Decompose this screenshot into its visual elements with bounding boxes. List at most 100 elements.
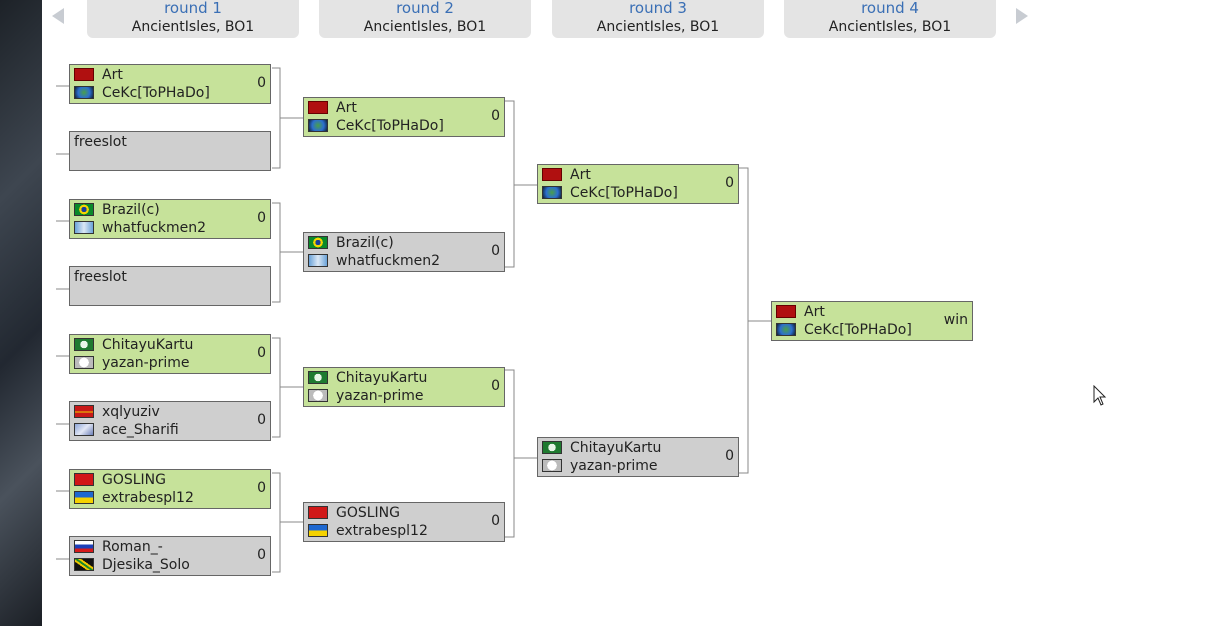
white-ball-icon [542,458,562,472]
match-r2-3[interactable]: ChitayuKartu yazan-prime 0 [303,367,505,407]
earth-globe-icon [542,185,562,199]
round-subtitle: AncientIsles, BO1 [131,19,255,35]
freeslot-label: freeslot [74,134,127,150]
round-header-1[interactable]: round 1 AncientIsles, BO1 [87,0,299,38]
match-r1-7[interactable]: GOSLING extrabespl12 0 [69,469,271,509]
player-slot[interactable]: yazan-prime [542,457,658,476]
player-slot[interactable]: Art [542,166,591,185]
round-header-4[interactable]: round 4 AncientIsles, BO1 [784,0,996,38]
player-slot[interactable]: Brazil(c) [308,234,394,253]
round-subtitle: AncientIsles, BO1 [363,19,487,35]
match-r2-1[interactable]: Art CeKc[ToPHaDo] 0 [303,97,505,137]
ussr-flag-icon [308,505,328,519]
match-result: win [943,312,968,328]
player-name: ChitayuKartu [336,370,428,386]
mouse-pointer-icon [1093,385,1107,406]
player-slot[interactable]: Roman_- [74,538,163,557]
player-name: Art [336,100,357,116]
player-name: ChitayuKartu [570,440,662,456]
match-score: 0 [257,412,266,428]
match-r2-4[interactable]: GOSLING extrabespl12 0 [303,502,505,542]
player-name: CeKc[ToPHaDo] [102,85,210,101]
match-r4-final[interactable]: Art CeKc[ToPHaDo] win [771,301,973,341]
player-slot[interactable]: CeKc[ToPHaDo] [74,84,210,103]
player-name: CeKc[ToPHaDo] [570,185,678,201]
player-slot[interactable]: yazan-prime [74,354,190,373]
ukraine-flag-icon [74,490,94,504]
player-slot[interactable]: ChitayuKartu [308,369,427,388]
round-title[interactable]: round 2 [396,0,454,17]
match-score: 0 [257,547,266,563]
earth-globe-icon [776,322,796,336]
player-slot[interactable]: GOSLING [308,504,400,523]
round-title[interactable]: round 3 [629,0,687,17]
player-slot[interactable]: Brazil(c) [74,201,160,220]
next-arrow-icon[interactable] [1016,8,1028,24]
red-clan-emblem-icon [74,67,94,81]
player-name: xqlyuziv [102,404,160,420]
player-slot[interactable]: xqlyuziv [74,403,160,422]
player-slot[interactable]: CeKc[ToPHaDo] [542,184,678,203]
white-ball-icon [308,388,328,402]
match-r1-4[interactable]: freeslot [69,266,271,306]
match-r1-3[interactable]: Brazil(c) whatfuckmen2 0 [69,199,271,239]
player-slot[interactable]: Art [776,303,825,322]
player-slot[interactable]: Art [74,66,123,85]
match-r1-1[interactable]: Art CeKc[ToPHaDo] 0 [69,64,271,104]
match-score: 0 [257,480,266,496]
green-clan-emblem-icon [308,370,328,384]
player-slot[interactable]: CeKc[ToPHaDo] [776,321,912,340]
match-score: 0 [257,210,266,226]
prev-arrow-icon[interactable] [52,8,64,24]
match-score: 0 [257,345,266,361]
player-name: yazan-prime [102,355,190,371]
player-name: ace_Sharifi [102,422,179,438]
round-header-3[interactable]: round 3 AncientIsles, BO1 [552,0,764,38]
player-name: CeKc[ToPHaDo] [804,322,912,338]
round-subtitle: AncientIsles, BO1 [596,19,720,35]
player-name: Art [804,304,825,320]
jamaica-flag-icon [74,557,94,571]
player-slot[interactable]: extrabespl12 [308,522,428,541]
red-clan-emblem-icon [308,100,328,114]
player-slot[interactable]: whatfuckmen2 [308,252,440,271]
superman-emblem-icon [74,404,94,418]
player-slot[interactable]: ChitayuKartu [542,439,661,458]
match-r1-2[interactable]: freeslot [69,131,271,171]
player-name: extrabespl12 [336,523,428,539]
match-score: 0 [725,175,734,191]
round-title[interactable]: round 1 [164,0,222,17]
match-r1-8[interactable]: Roman_- Djesika_Solo 0 [69,536,271,576]
match-r3-1[interactable]: Art CeKc[ToPHaDo] 0 [537,164,739,204]
match-r1-5[interactable]: ChitayuKartu yazan-prime 0 [69,334,271,374]
player-slot[interactable]: ace_Sharifi [74,421,179,440]
match-score: 0 [491,378,500,394]
ussr-flag-icon [74,472,94,486]
player-name: Brazil(c) [102,202,160,218]
player-slot[interactable]: Djesika_Solo [74,556,190,575]
red-clan-emblem-icon [776,304,796,318]
round-header-2[interactable]: round 2 AncientIsles, BO1 [319,0,531,38]
match-r2-2[interactable]: Brazil(c) whatfuckmen2 0 [303,232,505,272]
match-r3-2[interactable]: ChitayuKartu yazan-prime 0 [537,437,739,477]
ukraine-flag-icon [308,523,328,537]
player-slot[interactable]: extrabespl12 [74,489,194,508]
player-name: whatfuckmen2 [336,253,441,269]
brazil-flag-icon [74,202,94,216]
white-ball-icon [74,355,94,369]
green-clan-emblem-icon [542,440,562,454]
match-r1-6[interactable]: xqlyuziv ace_Sharifi 0 [69,401,271,441]
player-slot[interactable]: yazan-prime [308,387,424,406]
player-name: CeKc[ToPHaDo] [336,118,444,134]
round-subtitle: AncientIsles, BO1 [828,19,952,35]
round-title[interactable]: round 4 [861,0,919,17]
player-name: GOSLING [102,472,167,488]
anime-avatar-icon [74,422,94,436]
player-slot[interactable]: CeKc[ToPHaDo] [308,117,444,136]
player-slot[interactable]: whatfuckmen2 [74,219,206,238]
player-slot[interactable]: GOSLING [74,471,166,490]
player-slot[interactable]: ChitayuKartu [74,336,193,355]
player-slot[interactable]: Art [308,99,357,118]
earth-globe-icon [308,118,328,132]
russia-flag-icon [74,539,94,553]
